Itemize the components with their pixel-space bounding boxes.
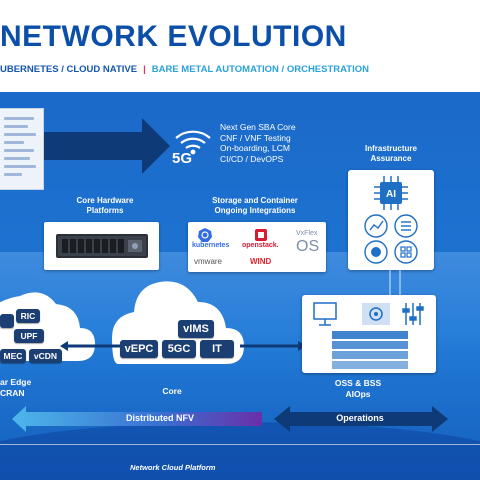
openstack-icon	[255, 229, 267, 241]
core-hardware-label-line2: Platforms	[86, 206, 124, 215]
vmware-logo: vmware	[194, 257, 223, 266]
storage-label-line2: Ongoing Integrations	[214, 206, 296, 215]
monitor-icon	[313, 302, 337, 326]
page-title: NETWORK EVOLUTION	[0, 20, 347, 53]
sliders-icon	[402, 303, 424, 325]
operations-label: Operations	[336, 413, 384, 423]
vxflex-os-logo: OS	[296, 238, 320, 255]
panel-wave	[0, 422, 480, 480]
core-chip-vepc: vEPC	[120, 340, 158, 358]
core-chip-it: IT	[200, 340, 234, 358]
operations-arrow	[274, 406, 448, 432]
storage-label-line1: Storage and Container	[212, 196, 298, 205]
edge-chip-ric: RIC	[16, 309, 40, 323]
distributed-nfv-label: Distributed NFV	[125, 413, 194, 423]
ui-thumbnail	[0, 108, 44, 190]
oss-label-line2: AIOps	[345, 389, 371, 399]
storage-logos-box: kubernetes openstack. VxFlex OS vmware W…	[188, 222, 326, 272]
evolution-arrow	[44, 118, 170, 174]
distributed-nfv-arrow	[12, 406, 262, 432]
pie-icon	[371, 247, 381, 257]
edge-label-line2: CRAN	[0, 388, 25, 398]
five-g-item: On-boarding, LCM	[220, 143, 290, 153]
kubernetes-icon	[198, 228, 212, 242]
wind-logo: WIND	[250, 257, 272, 266]
openstack-logo: openstack.	[242, 242, 279, 249]
subtitle-bare-metal: BARE METAL AUTOMATION / ORCHESTRATION	[151, 64, 369, 75]
five-g-item: Next Gen SBA Core	[220, 122, 296, 132]
infra-label-line1: Infrastructure	[364, 144, 417, 153]
core-hardware-label: Core Hardware Platforms	[55, 196, 155, 216]
ai-chip-icon: AI	[364, 176, 418, 264]
server-rack-icon	[332, 331, 408, 369]
grid-icon	[400, 246, 412, 258]
cloud-links	[60, 341, 306, 351]
wifi-icon	[175, 130, 211, 155]
chart-icon	[369, 220, 384, 231]
five-g-item: CNF / VNF Testing	[220, 132, 291, 143]
edge-chip-partial	[0, 314, 14, 328]
edge-chip-mec: MEC	[0, 349, 26, 363]
oss-label-line1: OSS & BSS	[334, 378, 382, 388]
infra-assurance-box: AI	[348, 170, 434, 270]
edge-label: ar Edge CRAN	[0, 377, 50, 399]
ai-chip-text: AI	[386, 189, 396, 200]
oss-bss-box	[302, 295, 436, 373]
gear-icon	[362, 303, 390, 325]
core-hardware-box	[44, 222, 159, 270]
subtitle-separator: |	[143, 64, 146, 75]
vxflex-logo: VxFlex	[296, 230, 318, 237]
five-g-list: Next Gen SBA Core CNF / VNF Testing On-b…	[220, 122, 360, 164]
core-chip-5gc: 5GC	[162, 340, 196, 358]
platform-divider	[0, 444, 480, 445]
sliders-icon	[401, 221, 411, 231]
connector-lines	[389, 270, 401, 295]
core-label: Core	[162, 386, 182, 396]
page-subtitle: UBERNETES / CLOUD NATIVE | BARE METAL AUTO…	[0, 64, 480, 78]
oss-bss-label: OSS & BSS AIOps	[318, 378, 398, 400]
infra-assurance-label: Infrastructure Assurance	[348, 144, 434, 164]
kubernetes-logo: kubernetes	[192, 242, 230, 249]
storage-label: Storage and Container Ongoing Integratio…	[190, 196, 320, 216]
edge-chip-vcdn: vCDN	[29, 349, 62, 363]
nfv-operations-arrows	[12, 406, 448, 432]
server-icon	[56, 234, 148, 258]
subtitle-cloud-native: UBERNETES / CLOUD NATIVE	[0, 64, 138, 75]
core-hardware-label-line1: Core Hardware	[76, 196, 134, 205]
infra-label-line2: Assurance	[370, 154, 412, 163]
five-g-label: 5G	[172, 150, 193, 167]
edge-chip-upf: UPF	[14, 329, 44, 343]
five-g-item: CI/CD / DevOPS	[220, 153, 284, 164]
edge-label-line1: ar Edge	[0, 377, 32, 387]
core-chip-vims: vIMS	[178, 320, 214, 338]
network-cloud-platform-label: Network Cloud Platform	[130, 463, 216, 472]
